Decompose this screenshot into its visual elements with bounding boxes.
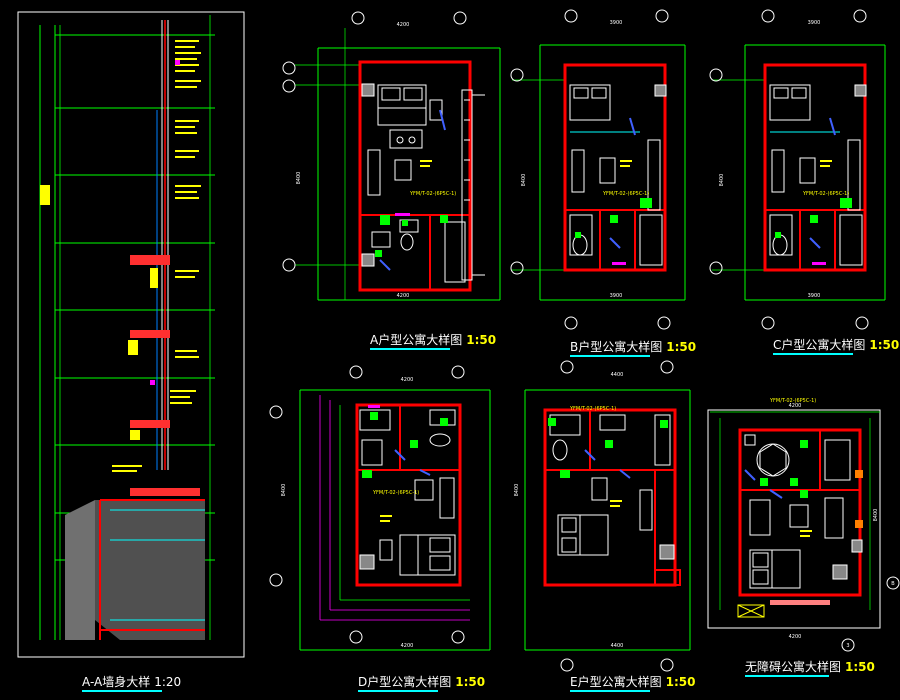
section-frame: [17, 11, 245, 658]
dim-d-bottom: 4200: [401, 643, 414, 649]
dim-d-top: 4200: [401, 377, 414, 383]
dim-c-top: 3900: [808, 20, 821, 26]
dim-c-bottom: 3900: [808, 293, 821, 299]
title-unit-e-name: E户型公寓大样图: [570, 675, 662, 689]
dim-a-top: 4200: [397, 22, 410, 28]
dim-b-left: 8400: [521, 174, 527, 187]
dim-f-bottom: 4200: [789, 634, 802, 640]
title-unit-a-name: A户型公寓大样图: [370, 333, 463, 347]
unit-d-plan: [269, 365, 491, 651]
axis-label-f-bottom: 3: [846, 643, 849, 649]
title-unit-f-scale: 1:50: [845, 660, 875, 674]
unit-f-plan: [707, 409, 900, 652]
title-unit-a-scale: 1:50: [466, 333, 497, 347]
axis-label-f: B: [891, 581, 895, 587]
title-unit-e-scale: 1:50: [665, 675, 696, 689]
dim-b-top: 3900: [610, 20, 623, 26]
unit-e-plan: [524, 360, 691, 672]
door-tag-f: YFM/T-02-(6P5C-1): [769, 398, 816, 404]
dim-f-right: 8400: [873, 509, 879, 522]
title-unit-c-scale: 1:50: [869, 338, 900, 352]
title-unit-f-name: 无障碍公寓大样图: [745, 660, 842, 674]
title-section-scale: 1:20: [154, 675, 182, 689]
dim-f-top: 4200: [789, 403, 802, 409]
dim-e-bottom: 4400: [611, 643, 624, 649]
wall-section-detail: [39, 15, 215, 640]
dim-a-bottom: 4200: [397, 293, 410, 299]
door-tag-c: YFM/T-02-(6P5C-1): [802, 191, 849, 197]
dim-c-left: 8400: [719, 174, 725, 187]
title-unit-d-scale: 1:50: [455, 675, 486, 689]
door-tag-e: YFM/T-02-(6P5C-1): [569, 406, 616, 412]
dim-d-left: 8400: [281, 484, 287, 497]
dim-b-bottom: 3900: [610, 293, 623, 299]
dim-e-top: 4400: [611, 372, 624, 378]
door-tag-a: YFM/T-02-(6P5C-1): [409, 191, 456, 197]
title-unit-b-scale: 1:50: [666, 340, 697, 354]
dim-a-left: 8400: [296, 172, 302, 185]
title-section-name: A-A墙身大样: [82, 675, 151, 689]
unit-b-plan: [510, 9, 686, 330]
door-tag-b: YFM/T-02-(6P5C-1): [602, 191, 649, 197]
door-tag-d: YFM/T-02-(6P5C-1): [372, 490, 419, 496]
unit-c-plan: [709, 9, 886, 330]
dim-e-left: 8400: [514, 484, 520, 497]
title-unit-c-name: C户型公寓大样图: [773, 338, 866, 352]
title-unit-d-name: D户型公寓大样图: [358, 675, 452, 689]
unit-a-plan: [282, 11, 501, 301]
title-unit-b-name: B户型公寓大样图: [570, 340, 663, 354]
